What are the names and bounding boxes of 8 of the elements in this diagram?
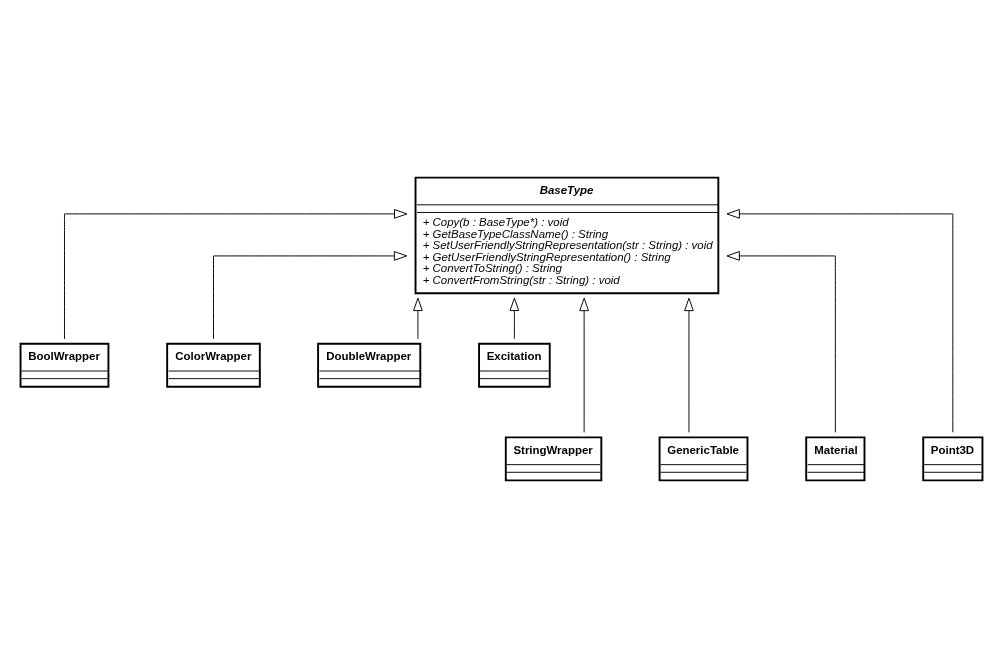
arrow bbox=[509, 297, 520, 339]
arrow bbox=[579, 297, 589, 433]
arrow bbox=[64, 208, 408, 339]
arrow bbox=[726, 250, 836, 433]
arrow bbox=[413, 297, 423, 339]
arrow bbox=[684, 297, 694, 433]
arrow bbox=[726, 208, 954, 433]
arrow bbox=[213, 250, 408, 339]
